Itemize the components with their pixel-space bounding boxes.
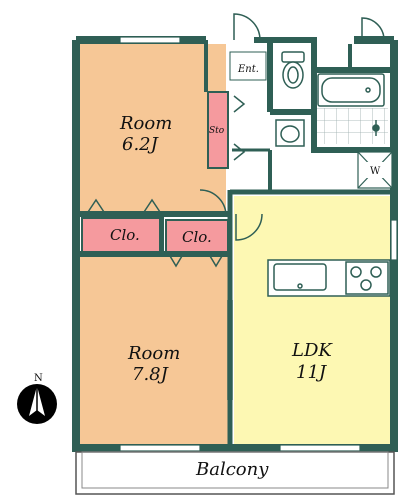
toilet-icon [281, 51, 305, 89]
closet-right-label: Clo. [182, 228, 212, 246]
entrance-floor [229, 51, 267, 81]
entrance-label: Ent. [237, 64, 259, 75]
balcony [75, 451, 395, 495]
storage-label: Sto [209, 126, 225, 136]
kitchen-counter [267, 259, 391, 297]
stove-burners-icon [350, 266, 382, 291]
washing-machine-icon [357, 151, 393, 189]
ldk-size: 11J [296, 362, 328, 383]
compass-icon [17, 384, 57, 424]
compass-label: N [34, 373, 43, 384]
room-south-floor [80, 256, 230, 446]
bathtub-icon [317, 73, 385, 107]
windows [119, 36, 398, 452]
doors [87, 13, 385, 400]
sink-icon [275, 119, 305, 147]
storage-closet [207, 91, 229, 169]
washer-label: W [370, 166, 381, 177]
balcony-label: Balcony [195, 459, 269, 480]
room-south-name: Room [127, 343, 180, 364]
room-north-name: Room [119, 113, 172, 134]
room-north-size: 6.2J [122, 134, 160, 155]
ldk-name: LDK [291, 340, 333, 361]
room-north-floor [80, 44, 226, 212]
ldk-floor [234, 196, 392, 446]
shower-icon [372, 120, 380, 136]
closet-left-label: Clo. [110, 226, 140, 244]
room-south-size: 7.8J [132, 364, 170, 385]
